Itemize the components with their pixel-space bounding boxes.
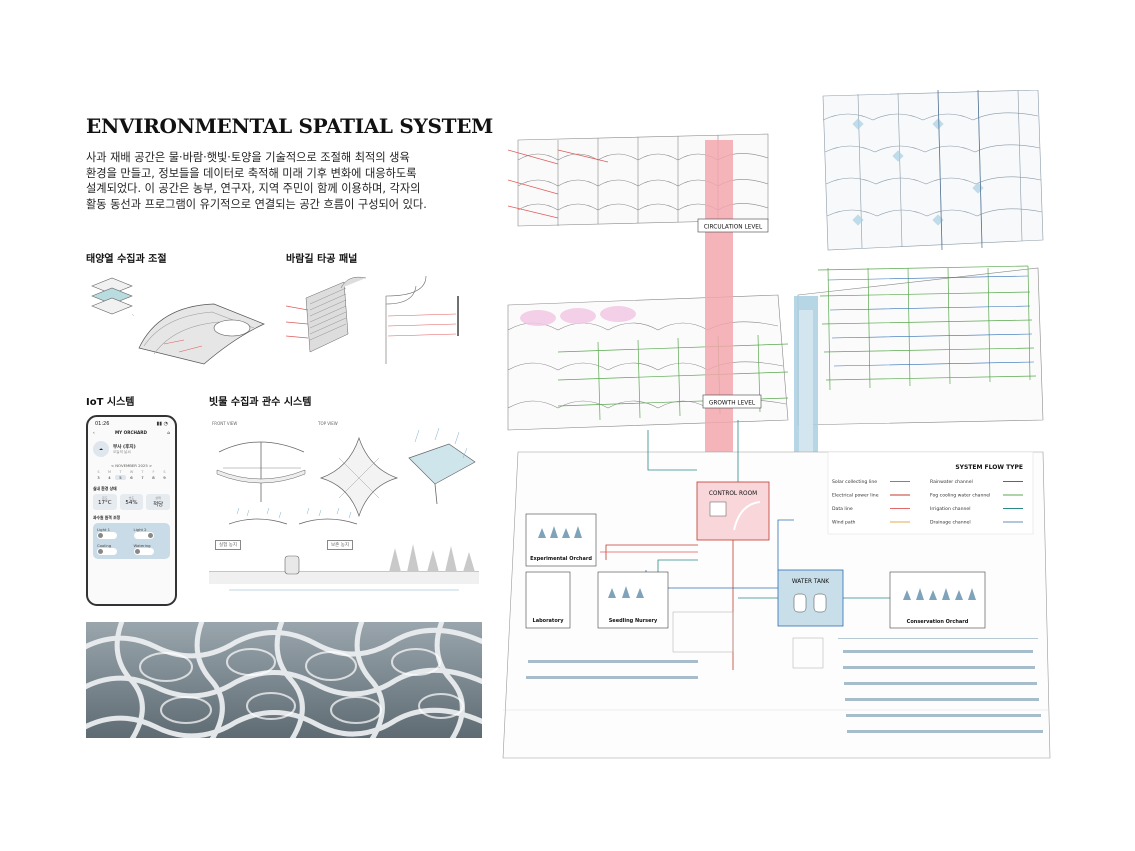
roof-render-photo xyxy=(86,622,482,738)
calendar-date[interactable]: 6 xyxy=(126,475,137,480)
phone-home-icon[interactable]: ⌂ xyxy=(167,430,170,435)
intro-line: 환경을 만들고, 정보들을 데이터로 축적해 미래 기후 변화에 대응하도록 xyxy=(86,166,478,182)
solar-collection-illustration xyxy=(84,266,274,376)
weather-city: 부사 (후지) xyxy=(113,444,136,450)
weather-note: 오늘의 날씨 xyxy=(113,450,136,455)
seedling-nursery-label: Seedling Nursery xyxy=(609,618,658,624)
watering-control[interactable]: Watering xyxy=(134,543,167,555)
intro-paragraph: 사과 재배 공간은 물·바람·햇빛·토양을 기술적으로 조절해 최적의 생육 환… xyxy=(86,150,478,212)
status-value: 적당 xyxy=(146,500,170,508)
intro-line: 사과 재배 공간은 물·바람·햇빛·토양을 기술적으로 조절해 최적의 생육 xyxy=(86,150,478,166)
legend-label: Rainwater channel xyxy=(930,479,973,485)
calendar-date[interactable]: 9 xyxy=(159,475,170,480)
cooling-control[interactable]: Cooling xyxy=(97,543,130,555)
upper-roof-right xyxy=(823,90,1043,250)
intro-line: 설계되었다. 이 공간은 농부, 연구자, 지역 주민이 함께 이용하며, 각자… xyxy=(86,181,478,197)
top-view-label: TOP VIEW xyxy=(318,421,338,426)
cooling-toggle[interactable] xyxy=(97,548,117,555)
front-view-label: FRONT VIEW xyxy=(212,421,237,426)
ctrl-title: 과수원 원격 조정 xyxy=(88,510,175,523)
iot-phone-mockup: 01:26 ▮▮ ◔ ‹ MY ORCHARD ⌂ ☁ 부사 (후지) 오늘의 … xyxy=(86,415,177,606)
circulation-level-label: CIRCULATION LEVEL xyxy=(704,225,763,231)
experimental-field-label: 실험 농지 xyxy=(215,540,241,550)
calendar-date[interactable]: 7 xyxy=(137,475,148,480)
section-iot-title: IoT 시스템 xyxy=(86,393,135,408)
laboratory-label: Laboratory xyxy=(533,618,565,624)
calendar-date[interactable]: 3 xyxy=(93,475,104,480)
experimental-orchard-label: Experimental Orchard xyxy=(530,556,592,562)
legend-label: Fog cooling water channel xyxy=(930,493,990,499)
legend-label: Irrigation channel xyxy=(930,506,971,512)
conservation-field-label: 보존 농지 xyxy=(327,540,353,550)
legend-label: Wind path xyxy=(832,520,856,526)
conservation-orchard-label: Conservation Orchard xyxy=(907,619,969,625)
system-flow-diagram: CIRCULATION LEVEL GROWTH LEVEL CONTROL R… xyxy=(498,90,1058,762)
water-tank-label: WATER TANK xyxy=(792,579,829,585)
temp-value: 17°C xyxy=(93,500,117,506)
rain-irrigation-illustration xyxy=(209,428,484,598)
phone-time: 01:26 xyxy=(95,421,109,427)
calendar-day: S xyxy=(93,470,104,474)
signal-icon: ▮▮ ◔ xyxy=(157,421,168,427)
legend-label: Electrical power line xyxy=(832,493,879,499)
phone-app-title: MY ORCHARD xyxy=(115,430,147,435)
calendar-day: S xyxy=(159,470,170,474)
humid-value: 54% xyxy=(120,500,144,506)
calendar-day: M xyxy=(104,470,115,474)
growth-level-right xyxy=(798,268,1043,425)
intro-line: 활동 동선과 프로그램이 유기적으로 연결되는 공간 흐름이 구성되어 있다. xyxy=(86,197,478,213)
calendar-date[interactable]: 4 xyxy=(104,475,115,480)
legend-label: Solar collecting line xyxy=(832,479,877,485)
light2-toggle[interactable] xyxy=(134,532,154,539)
growth-level-label: GROWTH LEVEL xyxy=(709,401,756,407)
calendar-day: W xyxy=(126,470,137,474)
light1-control[interactable]: Light 1 xyxy=(97,527,130,539)
legend-title: SYSTEM FLOW TYPE xyxy=(955,464,1023,471)
legend-label: Data line xyxy=(832,506,853,512)
phone-back-icon[interactable]: ‹ xyxy=(93,430,95,435)
section-solar-title: 태양열 수집과 조절 xyxy=(86,250,167,265)
light2-control[interactable]: Light 2 xyxy=(134,527,167,539)
page-title: ENVIRONMENTAL SPATIAL SYSTEM xyxy=(86,114,493,138)
section-wind-title: 바람길 타공 패널 xyxy=(286,250,357,265)
section-rain-title: 빗물 수집과 관수 시스템 xyxy=(209,393,311,408)
light1-toggle[interactable] xyxy=(97,532,117,539)
calendar-date[interactable]: 8 xyxy=(148,475,159,480)
control-room-label: CONTROL ROOM xyxy=(709,491,757,497)
calendar-day: T xyxy=(115,470,126,474)
wind-panel-illustration xyxy=(286,266,476,376)
calendar-day: T xyxy=(137,470,148,474)
weather-icon: ☁ xyxy=(93,441,109,457)
calendar-date[interactable]: 5 xyxy=(115,475,126,480)
watering-toggle[interactable] xyxy=(134,548,154,555)
env-title: 실내 환경 상태 xyxy=(88,480,175,494)
legend-label: Drainage channel xyxy=(930,520,971,526)
calendar-day: F xyxy=(148,470,159,474)
